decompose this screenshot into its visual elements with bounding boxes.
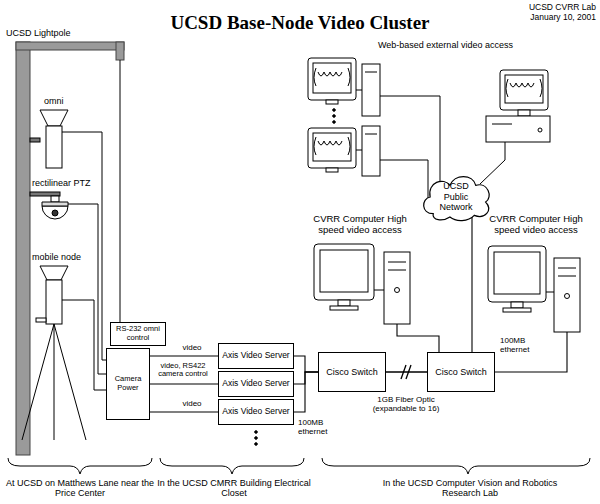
cable-connector	[386, 371, 427, 373]
cable-connector	[294, 372, 318, 412]
node-text: RS-232 omni control	[114, 325, 162, 342]
cable-connector	[150, 355, 218, 356]
node-text: Cisco Switch	[435, 367, 487, 377]
network-cloud: UCSD Public Network	[418, 172, 494, 222]
edge-label: video	[168, 400, 216, 409]
link-label: 100MB ethernet	[298, 418, 352, 436]
access-label: Web-based external video access	[378, 40, 588, 50]
location-label: In the UCSD Computer Vision and Robotics…	[372, 478, 568, 499]
switch-box: Cisco Switch	[427, 352, 495, 392]
link-label: 100MB ethernet	[500, 336, 556, 354]
computer-node: CVRR Computer High speed video access	[478, 212, 594, 332]
video-server-box: Axis Video Server	[218, 399, 294, 425]
video-server-box: Axis Video Server	[218, 343, 294, 369]
computer-node: CVRR Computer High speed video access	[304, 212, 416, 324]
cable-connector	[495, 332, 567, 372]
edge-label: video, RS422 camera control	[150, 362, 216, 379]
power-box: Camera Power	[106, 348, 150, 420]
node-text: Axis Video Server	[222, 407, 289, 417]
node-text: Axis Video Server	[222, 351, 289, 361]
node-text: Axis Video Server	[222, 379, 289, 389]
cable-connector	[471, 217, 472, 352]
cable-connector	[397, 324, 439, 352]
cable-connector	[150, 411, 218, 412]
video-server-box: Axis Video Server	[218, 371, 294, 397]
cable-connector	[294, 372, 318, 384]
control-box: RS-232 omni control	[110, 322, 166, 346]
location-label: In the UCSD CMRR Building Electrical Clo…	[152, 478, 316, 499]
camera-label: omni	[44, 96, 84, 106]
cable-connector	[294, 356, 318, 372]
date-label: January 10, 2001	[490, 13, 596, 23]
camera-label: rectilinear PTZ	[32, 178, 100, 188]
edge-label: video	[168, 344, 216, 353]
node-text: UCSD Public Network	[432, 181, 480, 212]
diagram-title: UCSD Base-Node Video Cluster	[130, 12, 470, 34]
camera-label: mobile node	[32, 252, 92, 262]
node-text: CVRR Computer High speed video access	[304, 214, 416, 236]
node-text: Cisco Switch	[326, 367, 378, 377]
node-text: CVRR Computer High speed video access	[478, 214, 594, 236]
switch-box: Cisco Switch	[318, 352, 386, 392]
location-label: At UCSD on Matthews Lane near the Price …	[0, 478, 160, 499]
node-text: Camera Power	[110, 375, 146, 392]
pole-label: UCSD Lightpole	[6, 28, 116, 38]
lab-name: UCSD CVRR Lab	[490, 3, 596, 13]
cable-connector	[150, 383, 218, 384]
edge-label: 1GB Fiber Optic (expandable to 16)	[364, 396, 448, 414]
